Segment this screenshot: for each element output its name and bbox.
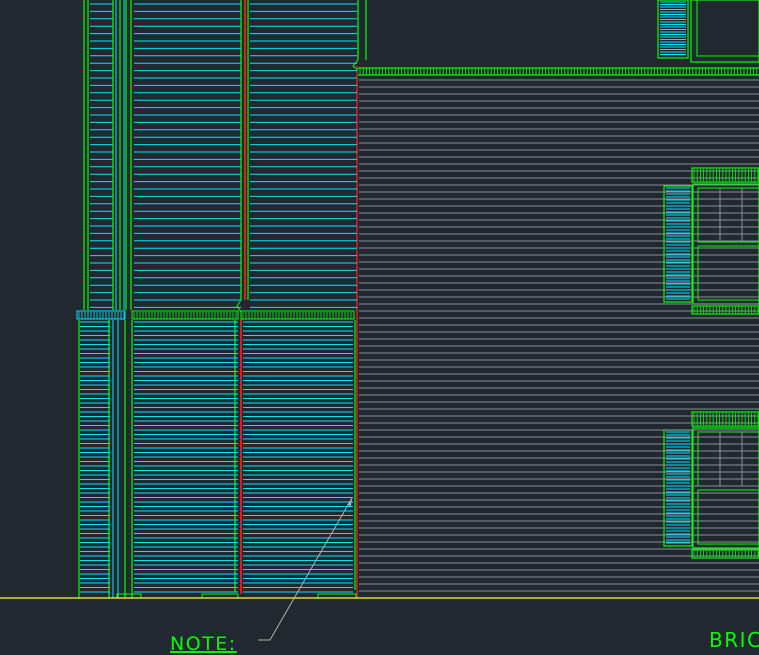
window-sash-upper	[697, 431, 759, 487]
building-outlines	[76, 0, 759, 599]
window-sash-lower	[697, 489, 759, 545]
window-shutter	[663, 185, 693, 303]
siding-hatch	[78, 1, 759, 593]
window-frame	[690, 0, 759, 63]
window-sill	[691, 305, 759, 315]
window-frame	[692, 427, 759, 549]
column-jog	[236, 299, 242, 320]
brick-label: BRIC	[709, 628, 759, 652]
trim-band	[76, 310, 126, 320]
leader-arrowhead	[347, 498, 352, 506]
window-sill	[691, 549, 759, 559]
note-leader-line	[258, 497, 353, 641]
window-sash	[696, 0, 759, 57]
window-frame	[692, 183, 759, 305]
window-header	[691, 167, 759, 183]
window-header	[691, 411, 759, 427]
window-sash-upper	[697, 187, 759, 243]
window-shutter	[657, 0, 689, 59]
note-label: NOTE:	[170, 633, 237, 655]
column-jog	[352, 59, 359, 71]
window-sash-lower	[697, 245, 759, 301]
